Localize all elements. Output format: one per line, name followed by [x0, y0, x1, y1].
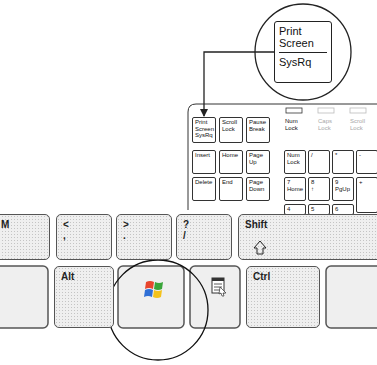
key-label: Insert: [195, 152, 213, 159]
key-label: -: [359, 152, 375, 159]
key-label: Home: [287, 186, 303, 193]
key: M: [0, 214, 50, 260]
key: >.: [116, 214, 172, 260]
key-label: 7: [287, 179, 303, 186]
key: 8↑: [308, 177, 330, 201]
key-label: Pause Break: [249, 119, 267, 132]
key: Num Lock: [284, 150, 306, 174]
shift-key: Shift: [238, 214, 377, 260]
key: Pause Break: [246, 117, 270, 143]
key-label: Delete: [195, 179, 213, 186]
indicator-label: Num Lock: [285, 118, 311, 131]
key: /: [308, 150, 330, 174]
menu-icon: [212, 278, 226, 296]
key-label: *: [335, 152, 351, 159]
shift-arrow-symbol: [254, 241, 266, 254]
key: -: [356, 150, 377, 174]
key-label: Num Lock: [287, 152, 303, 165]
key: Print Screen SysRq: [192, 117, 216, 143]
key-label: Alt: [61, 271, 107, 282]
key-label: <: [63, 219, 105, 230]
windows-logo: [144, 281, 163, 298]
key-label: M: [1, 219, 43, 230]
indicator-label: Caps Lock: [318, 118, 344, 131]
key: Alt: [54, 266, 114, 328]
key-label: Shift: [245, 219, 377, 230]
key-label: Ctrl: [253, 271, 313, 282]
indicator-label: Scroll Lock: [350, 118, 376, 131]
key-label: .: [123, 230, 165, 241]
indicator-light: [350, 108, 366, 113]
key: 6: [332, 204, 354, 215]
key-label: /: [183, 230, 225, 241]
key: 7Home: [284, 177, 306, 201]
key-label: ,: [63, 230, 105, 241]
key: Scroll Lock: [219, 117, 243, 143]
key: Ctrl: [246, 266, 320, 328]
key-label: SysRq: [279, 52, 327, 68]
key: Page Down: [246, 177, 270, 201]
key: Home: [219, 150, 243, 174]
key: ?/: [176, 214, 232, 260]
indicator-light: [286, 108, 302, 113]
key: 5: [308, 204, 330, 215]
key-label: >: [123, 219, 165, 230]
magnified-key: Print ScreenSysRq: [274, 21, 332, 83]
key-label: 6: [335, 206, 351, 213]
key-label: End: [222, 179, 240, 186]
key: Delete: [192, 177, 216, 201]
keyboard-frame: [188, 104, 377, 210]
key-label: 4: [287, 206, 303, 213]
blank-keys: [0, 266, 377, 328]
highlight-circle: [108, 260, 208, 360]
key: +: [356, 177, 377, 213]
pointer-arrow: [204, 52, 274, 116]
key: End: [219, 177, 243, 201]
key: <,: [56, 214, 112, 260]
key-label: PgUp: [335, 186, 351, 193]
key: Insert: [192, 150, 216, 174]
key: Page Up: [246, 150, 270, 174]
key-label: ?: [183, 219, 225, 230]
key-label: Page Up: [249, 152, 267, 165]
key: *: [332, 150, 354, 174]
key-label: /: [311, 152, 327, 159]
key-label: Page Down: [249, 179, 267, 192]
key-label: Print Screen SysRq: [195, 119, 213, 139]
key-label: Scroll Lock: [222, 119, 240, 132]
key: 4: [284, 204, 306, 215]
key: 9PgUp: [332, 177, 354, 201]
key-label: Home: [222, 152, 240, 159]
key-label: Print Screen: [279, 25, 327, 49]
key-label: 8: [311, 179, 327, 186]
key-label: 5: [311, 206, 327, 213]
key-label: +: [359, 179, 375, 186]
key-label: ↑: [311, 186, 327, 193]
indicator-light: [318, 108, 334, 113]
key-label: 9: [335, 179, 351, 186]
